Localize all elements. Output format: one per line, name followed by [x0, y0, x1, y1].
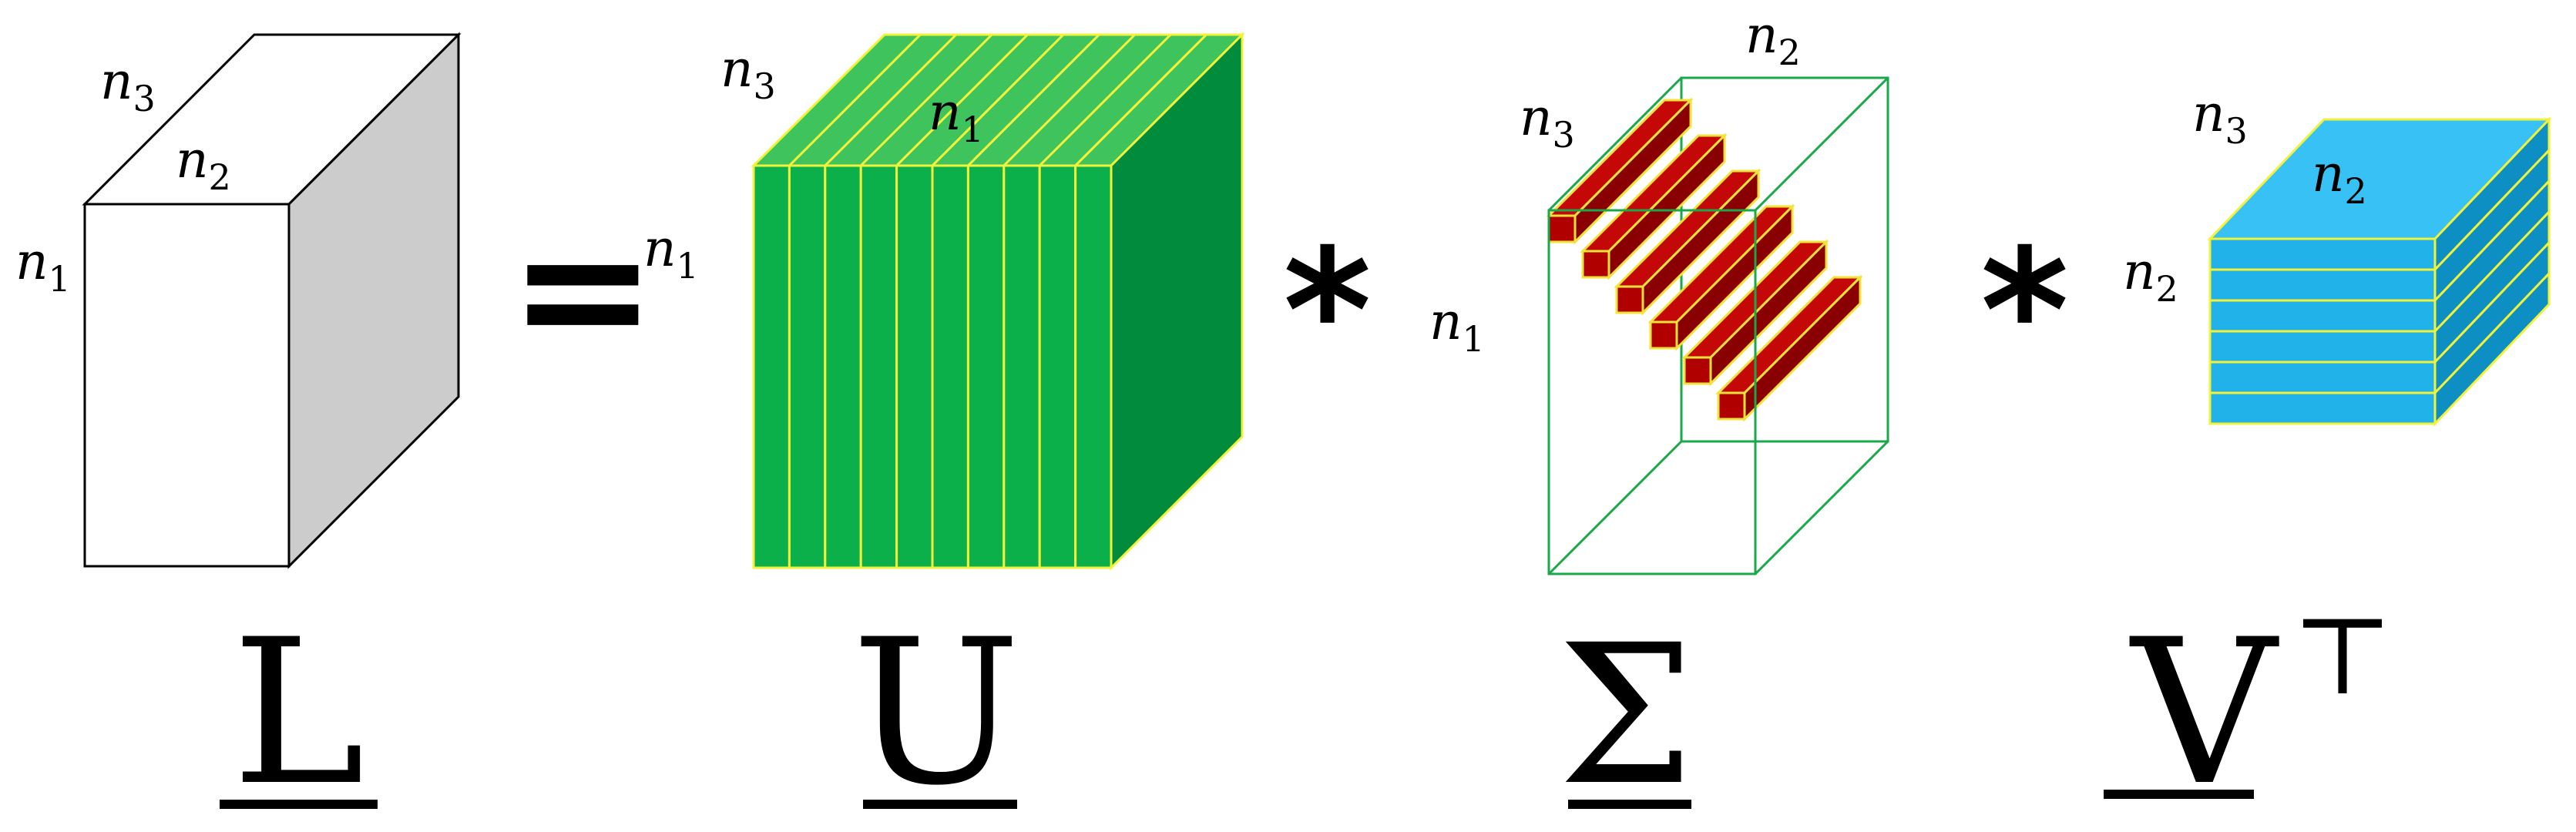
symbol-Sigma: Σ [1558, 603, 1694, 827]
tensor-V-slice-front [2208, 361, 2437, 394]
label-Sigma-n3: n3 [1520, 88, 1575, 156]
underline-V [2104, 790, 2254, 799]
label-V-n2-left: n2 [2123, 242, 2178, 310]
underline-U [863, 800, 1017, 809]
tensor-U-slice-front [859, 164, 898, 569]
symbol-V-transpose: ⊤ [2292, 594, 2393, 720]
tensor-Sigma-cube [1546, 76, 1889, 575]
tensor-U-slice-front [1038, 164, 1077, 569]
tensor-Sigma-edge [1547, 440, 1683, 575]
tensor-Sigma-edge [1754, 76, 1889, 212]
tensor-Sigma-front-face [1547, 209, 1757, 575]
tensor-U-slice-front [1074, 164, 1113, 569]
label-Sigma-n1: n1 [1429, 292, 1485, 360]
underline-L [220, 800, 378, 809]
tensor-V-cube [2207, 116, 2552, 427]
label-V-n2-top: n2 [2312, 144, 2367, 212]
tensor-V-slice-front [2208, 391, 2437, 425]
conv-operator-1: * [1283, 213, 1372, 410]
symbol-U: U [851, 597, 1020, 830]
label-L-n1: n1 [15, 232, 71, 300]
label-L-n2: n2 [176, 130, 231, 198]
tensor-U-slice-front [752, 164, 791, 569]
tensor-Sigma-diag-block-front [1615, 285, 1644, 314]
tensor-V-slice-front [2208, 330, 2437, 364]
label-V-n3: n3 [2192, 84, 2248, 152]
tensor-L-cube [82, 32, 462, 569]
tensor-U-cube [751, 32, 1245, 571]
tensor-U-slice-front [1003, 164, 1041, 569]
tensor-V-slice-front [2208, 268, 2437, 302]
label-U-n1-left: n1 [643, 219, 699, 287]
label-U-n1-top: n1 [929, 82, 984, 150]
tensor-U-slice-front [788, 164, 827, 569]
tensor-U-slice-front [824, 164, 862, 569]
symbol-L: L [232, 597, 365, 830]
tensor-V-slice-front [2208, 299, 2437, 333]
tensor-Sigma-diag-block-front [1547, 214, 1577, 243]
tensor-L-front-face [83, 203, 291, 568]
label-L-n3: n3 [100, 52, 156, 119]
equals-sign: = [509, 187, 657, 393]
tensor-Sigma-diag-block-front [1649, 320, 1678, 350]
conv-operator-2: * [1980, 213, 2069, 410]
tensor-Sigma-diag-block-front [1683, 356, 1712, 385]
label-Sigma-n2: n2 [1745, 5, 1801, 73]
tensor-V-slice-front [2208, 237, 2437, 271]
underline-Sigma [1568, 800, 1691, 809]
tensor-Sigma-diag-block-front [1717, 391, 1746, 421]
tensor-U-slice-front [966, 164, 1006, 569]
tensor-Sigma-edge [1754, 440, 1889, 575]
tensor-U-slice-front [895, 164, 934, 569]
tensor-Sigma-edge [1547, 76, 1683, 212]
label-U-n3: n3 [720, 39, 776, 107]
tensor-U-slice-front [931, 164, 969, 569]
tensor-Sigma-diag-block-front [1581, 250, 1610, 279]
